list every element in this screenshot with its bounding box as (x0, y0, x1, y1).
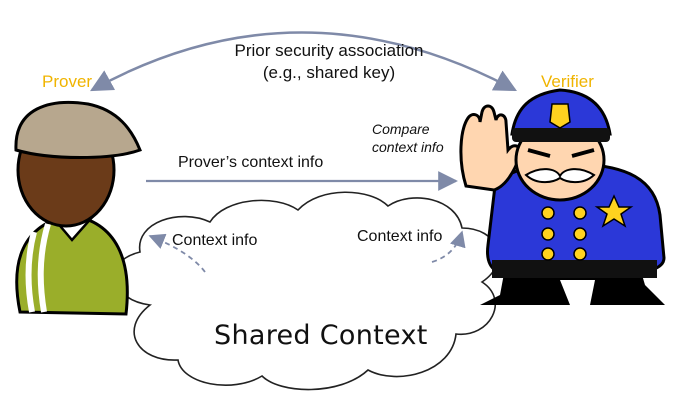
verifier-belt (492, 260, 657, 278)
hat-badge (549, 103, 571, 129)
star-badge (594, 194, 634, 228)
prover-cap (14, 100, 142, 159)
verifier-figure (459, 88, 666, 305)
context-info-right: Context info (357, 228, 443, 245)
association-caption: Prior security association (e.g., shared… (214, 40, 444, 84)
association-line-1: Prior security association (234, 41, 424, 60)
verifier-mustache (524, 168, 596, 184)
prover-figure (14, 100, 142, 316)
context-arrow-left (148, 233, 206, 273)
prover-label: Prover (42, 72, 93, 91)
association-arrow (90, 31, 517, 92)
verifier-label: Verifier (541, 72, 594, 91)
compare-label: Compare context info (372, 120, 444, 156)
prover-context-label: Prover’s context info (178, 154, 324, 171)
shared-context-cloud (113, 191, 500, 391)
compare-line-1: Compare (372, 121, 430, 137)
association-line-2: (e.g., shared key) (262, 63, 396, 82)
context-info-left: Context info (172, 232, 258, 249)
shared-context-label: Shared Context (214, 320, 428, 351)
context-arrow-right (431, 230, 466, 263)
compare-line-2: context info (372, 139, 444, 155)
